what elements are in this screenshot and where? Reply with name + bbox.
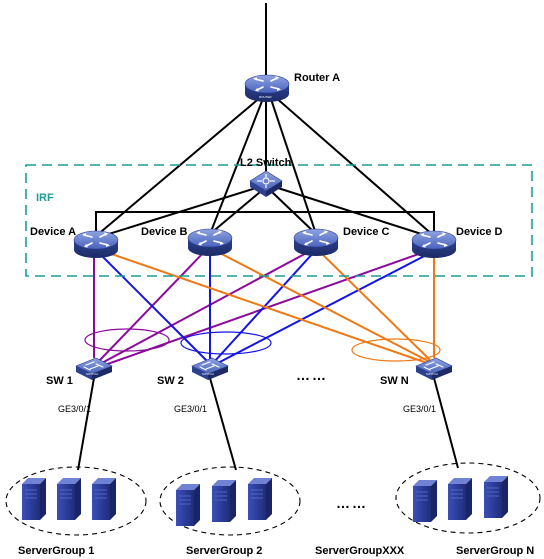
server-group-n-boundary [395, 462, 541, 534]
device-a[interactable]: Device A [30, 226, 119, 259]
router-badge: ROUTER [259, 95, 273, 99]
sw-2-label: SW 2 [157, 375, 184, 387]
sw-n[interactable]: SWITCH SW N GE3/0/1 [380, 357, 453, 414]
device-b[interactable]: Device B [141, 226, 233, 257]
server-icon [176, 484, 200, 526]
server-group-n-label: ServerGroup N [456, 545, 534, 557]
link-aggregation-sw1 [84, 328, 170, 352]
sw-n-label: SW N [380, 375, 409, 387]
switch-router-icon [293, 228, 339, 257]
link-device-c-swn [317, 249, 431, 361]
server-ellipsis: …… [336, 495, 368, 511]
router-a[interactable]: ROUTER Router A [244, 72, 340, 103]
switch-router-icon [187, 228, 233, 257]
server-icon [22, 478, 46, 520]
server-icon [212, 480, 236, 522]
link-aggregation-sw2 [180, 331, 272, 355]
device-c-label: Device C [343, 226, 390, 238]
server-icon [248, 478, 272, 520]
server-group-n[interactable]: ServerGroup N [395, 462, 541, 557]
server-group-2-label: ServerGroup 2 [186, 545, 262, 557]
link-device-a-swn [99, 249, 431, 365]
link-device-b-swn [213, 249, 431, 363]
sw-2[interactable]: SWITCH SW 2 GE3/0/1 [157, 357, 229, 414]
sw-n-badge: SWITCH [426, 372, 438, 376]
l2-switch-icon [249, 170, 283, 198]
switch-ellipsis: …… [296, 367, 328, 383]
irf-bus [95, 211, 435, 232]
switch-router-icon [73, 230, 119, 259]
server-group-1-label: ServerGroup 1 [18, 545, 94, 557]
router-label: Router A [294, 72, 340, 84]
device-c[interactable]: Device C [293, 226, 390, 257]
server-icon [413, 480, 437, 522]
server-icon [448, 478, 472, 520]
sw-n-port: GE3/0/1 [403, 404, 436, 414]
l2-switch[interactable]: L2 Switch [240, 157, 292, 198]
link-sw2-servergroup-2 [209, 377, 237, 471]
irf-label: IRF [36, 192, 54, 204]
link-router-device-d [273, 95, 435, 237]
device-b-label: Device B [141, 226, 188, 238]
device-a-label: Device A [30, 226, 76, 238]
link-sw1-servergroup-1 [77, 377, 95, 471]
irf-boundary [25, 164, 533, 277]
l2-switch-label: L2 Switch [240, 157, 292, 169]
server-group-2[interactable]: ServerGroup 2 [159, 466, 301, 557]
server-group-1-boundary [5, 466, 147, 536]
device-d-label: Device D [456, 226, 503, 238]
server-icon [484, 476, 508, 518]
sw-1-port: GE3/0/1 [58, 404, 91, 414]
server-group-xxx-label: ServerGroupXXX [315, 545, 405, 557]
device-d[interactable]: Device D [411, 226, 503, 259]
server-group-1[interactable]: ServerGroup 1 [5, 466, 147, 557]
sw-1-label: SW 1 [46, 375, 73, 387]
server-icon [92, 478, 116, 520]
sw-1-badge: SWITCH [86, 372, 98, 376]
sw-1[interactable]: SWITCH SW 1 GE3/0/1 [46, 357, 113, 414]
link-swn-servergroup-n [433, 377, 459, 469]
server-group-2-boundary [159, 466, 301, 536]
link-aggregation-swn [351, 338, 441, 362]
switch-router-icon [411, 230, 457, 259]
sw-2-port: GE3/0/1 [174, 404, 207, 414]
link-device-c-sw1 [99, 249, 313, 365]
link-device-a-sw2 [97, 251, 209, 363]
sw-2-badge: SWITCH [202, 372, 214, 376]
server-icon [57, 478, 81, 520]
